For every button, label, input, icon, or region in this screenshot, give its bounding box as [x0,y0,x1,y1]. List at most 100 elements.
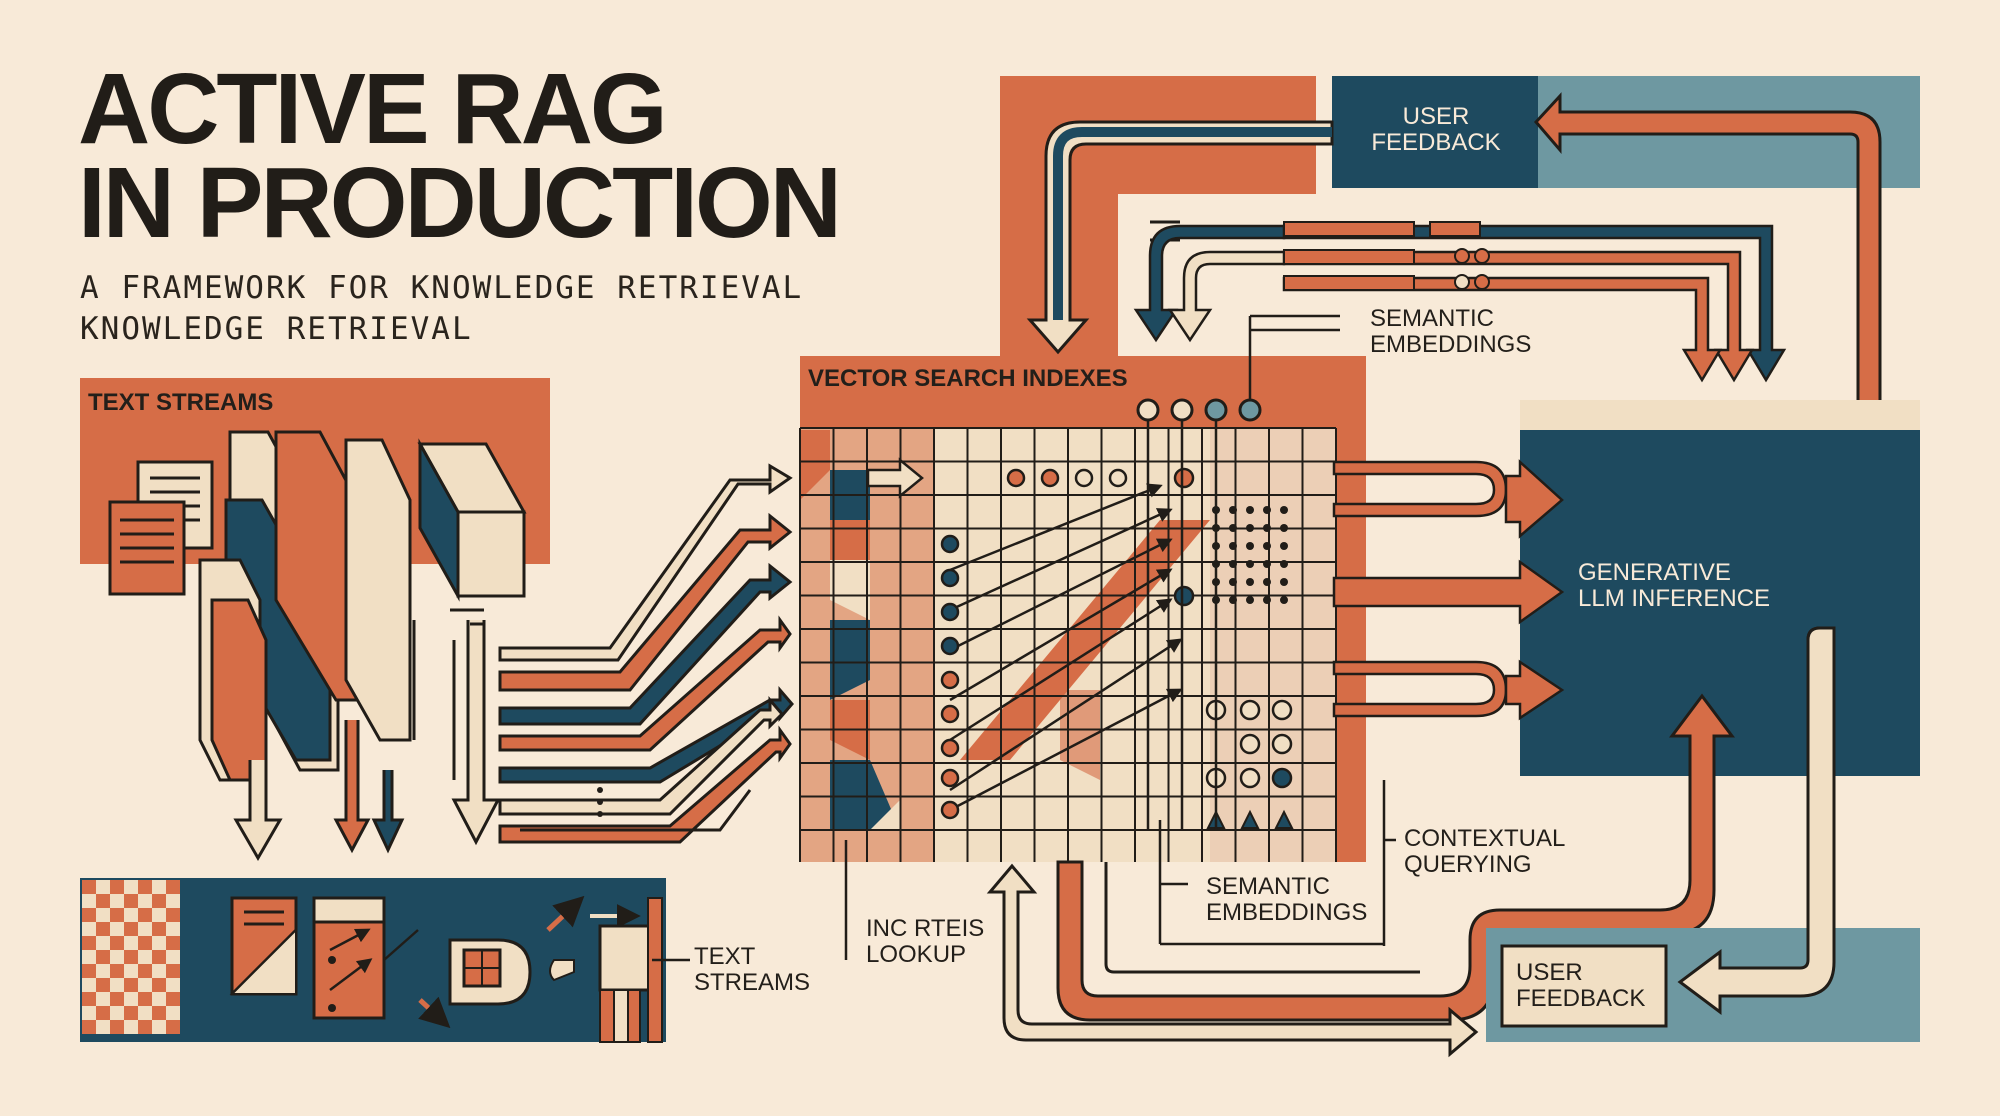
output-arrows [1332,459,1565,721]
checker-cell [82,922,96,936]
feedback-loop-arrows [1026,92,1882,599]
checker-cell [166,950,180,964]
checker-cell [152,1006,166,1020]
checker-cell [152,950,166,964]
node-dot [1040,468,1060,488]
checker-cell [152,908,166,922]
checker-cell [110,1020,124,1034]
checker-cell [152,978,166,992]
checker-cell [138,992,152,1006]
label-generative-llm: GENERATIVE LLM INFERENCE [1578,560,1770,612]
user-feedback-box [1500,944,1668,1028]
grid-arrows [866,457,1183,812]
checker-cell [82,894,96,908]
label-inc-lookup: INC RTEIS LOOKUP [866,916,984,968]
checker-cell [82,1006,96,1020]
node-dot [940,602,960,622]
label-semantic-top-line2: EMBEDDINGS [1370,331,1532,358]
label-user-feedback-bottom-line1: USER [1516,959,1583,986]
checker-cell [96,936,110,950]
document-icon [108,500,186,596]
processing-strip [80,878,690,1043]
node-dot [1074,468,1094,488]
matrix-dot [1229,542,1237,550]
matrix-dot [1229,560,1237,568]
title-line-1: ACTIVE RAG [78,53,668,165]
label-semantic-bottom-line2: EMBEDDINGS [1206,899,1368,926]
checker-cell [110,978,124,992]
checker-cell [166,922,180,936]
checker-cell [124,908,138,922]
checker-cell [124,922,138,936]
matrix-dot [1246,596,1254,604]
checker-cell [96,922,110,936]
checker-cell [110,1006,124,1020]
checker-cell [82,964,96,978]
checker-cell [166,978,180,992]
matrix-dot [1263,560,1271,568]
checker-cell [82,880,96,894]
checker-cell [96,1020,110,1034]
page-title: ACTIVE RAG IN PRODUCTION [78,53,978,259]
node-dot [1239,733,1261,755]
label-contextual-line1: CONTEXTUAL [1404,825,1566,852]
matrix-dot [1229,524,1237,532]
checker-cell [110,880,124,894]
label-contextual-querying: CONTEXTUAL QUERYING [1404,826,1565,878]
checker-cell [138,950,152,964]
checker-cell [138,894,152,908]
title-line-2: IN PRODUCTION [78,147,842,259]
label-text-streams-bottom-line1: TEXT [694,943,756,970]
checker-cell [152,1020,166,1034]
checker-cell [152,964,166,978]
label-text-streams-bottom: TEXT STREAMS [694,944,810,996]
checker-cell [138,936,152,950]
matrix-dot [1246,542,1254,550]
label-inc-lookup-line1: INC RTEIS [866,915,985,942]
matrix-dot [1263,596,1271,604]
label-semantic-top-line1: SEMANTIC [1370,305,1495,332]
node-dot [1173,467,1195,489]
checker-cell [152,992,166,1006]
node-dot [940,534,960,554]
node-dot [1271,767,1293,789]
label-user-feedback-bottom: USER FEEDBACK [1516,960,1645,1012]
checker-cell [166,880,180,894]
matrix-dot [1263,506,1271,514]
matrix-dot [1263,542,1271,550]
checker-cell [138,978,152,992]
checker-cell [138,1020,152,1034]
checker-cell [138,908,152,922]
label-user-feedback-top: USER FEEDBACK [1366,104,1506,156]
checker-cell [96,964,110,978]
checker-cell [96,1006,110,1020]
checker-cell [152,936,166,950]
label-semantic-embeddings-bottom: SEMANTIC EMBEDDINGS [1206,874,1367,926]
checker-cell [82,936,96,950]
matrix-dot [1280,524,1288,532]
checker-cell [124,880,138,894]
matrix-dot [1280,596,1288,604]
node-dot [940,636,960,656]
checker-cell [110,894,124,908]
down-arrows [233,620,501,861]
subtitle-line-2: KNOWLEDGE RETRIEVAL [80,311,473,347]
label-text-streams-top: TEXT STREAMS [88,389,274,416]
label-semantic-embeddings-top: SEMANTIC EMBEDDINGS [1370,306,1531,358]
matrix-dot [1229,596,1237,604]
node-dot [940,568,960,588]
checker-cell [166,894,180,908]
transform-icon [312,896,419,1020]
checker-cell [124,1006,138,1020]
grid-icon [448,938,575,1006]
node-dot [940,768,960,788]
label-user-feedback-top-line1: USER [1402,103,1470,130]
label-generative-line1: GENERATIVE [1578,559,1731,586]
matrix-dot [1280,542,1288,550]
checker-cell [110,964,124,978]
checker-cell [124,978,138,992]
node-dot [1239,767,1261,789]
triangle-marker [1240,809,1260,829]
node-dot [1173,585,1195,607]
page-subtitle: A FRAMEWORK FOR KNOWLEDGE RETRIEVAL KNOW… [80,268,980,350]
